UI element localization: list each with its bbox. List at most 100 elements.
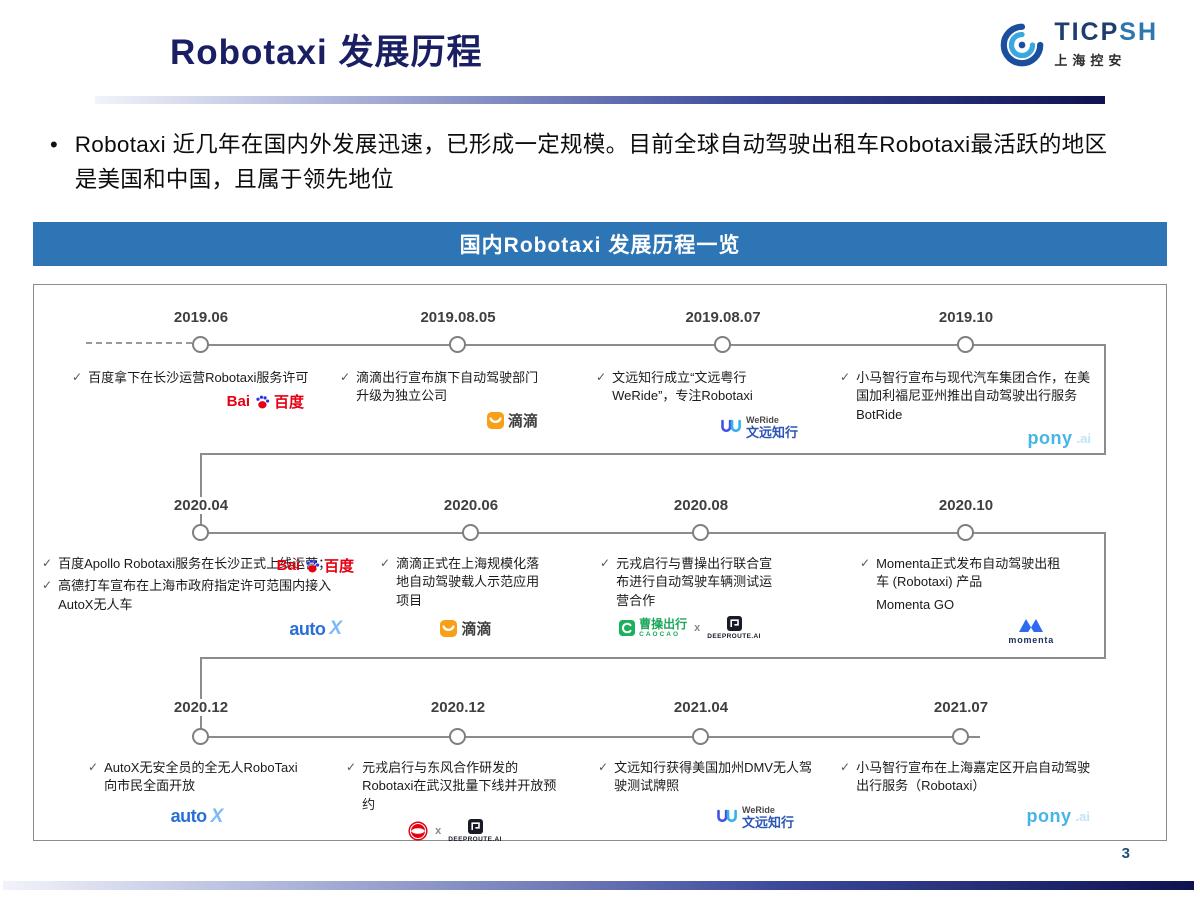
timeline-date: 2019.10 bbox=[931, 309, 1001, 326]
intro-paragraph: • Robotaxi 近几年在国内外发展迅速，已形成一定规模。目前全球自动驾驶出… bbox=[50, 128, 1118, 198]
connector-2-down bbox=[1104, 532, 1106, 658]
timeline-point: ✓ 小马智行宣布在上海嘉定区开启自动驾驶出行服务（Robotaxi） bbox=[840, 759, 1096, 796]
timeline-date: 2019.08.07 bbox=[678, 309, 768, 326]
check-icon: ✓ bbox=[340, 370, 351, 384]
timeline-date: 2021.04 bbox=[666, 699, 736, 716]
didi-logo: 滴滴 bbox=[486, 410, 538, 431]
check-icon: ✓ bbox=[596, 370, 607, 384]
connector-2-into-row3 bbox=[200, 657, 202, 737]
timeline-panel: 2019.06 2019.08.05 2019.08.07 2019.10 20… bbox=[33, 284, 1167, 843]
momenta-icon bbox=[1019, 619, 1044, 633]
connector-1-down bbox=[1104, 344, 1106, 454]
timeline-point: ✓ AutoX无安全员的全无人RoboTaxi向市民全面开放 bbox=[88, 759, 306, 796]
partnership-x: x bbox=[435, 825, 442, 838]
timeline-node bbox=[957, 336, 974, 353]
deeproute-icon bbox=[467, 819, 483, 835]
pony-ai-logo: pony.ai bbox=[1026, 805, 1090, 826]
check-icon: ✓ bbox=[600, 556, 611, 570]
timeline-node bbox=[192, 336, 209, 353]
pony-ai-logo: pony.ai bbox=[1027, 428, 1091, 449]
timeline-node bbox=[952, 728, 969, 745]
momenta-logo: momenta bbox=[1008, 618, 1054, 645]
timeline-date: 2020.08 bbox=[666, 497, 736, 514]
partnership-x: x bbox=[694, 622, 701, 635]
baidu-paw-icon bbox=[306, 559, 320, 573]
baidu-logo: Bai 百度 bbox=[276, 557, 354, 576]
milestone-2020-12-deeproute: ✓ 元戎启行与东风合作研发的Robotaxi在武汉批量下线并开放预约 x DEE… bbox=[346, 759, 564, 843]
weride-logo: WeRide 文远知行 bbox=[716, 805, 794, 829]
dongfeng-icon bbox=[408, 821, 428, 841]
milestone-2019-08-05: ✓ 滴滴出行宣布旗下自动驾驶部门升级为独立公司 滴滴 bbox=[340, 369, 542, 431]
baidu-logo: Bai 百度 bbox=[226, 393, 304, 412]
milestone-2020-06: ✓ 滴滴正式在上海规模化落地自动驾驶载人示范应用项目 滴滴 bbox=[380, 555, 552, 639]
check-icon: ✓ bbox=[380, 556, 391, 570]
didi-icon bbox=[486, 411, 504, 429]
timeline-node bbox=[449, 336, 466, 353]
intro-text: Robotaxi 近几年在国内外发展迅速，已形成一定规模。目前全球自动驾驶出租车… bbox=[74, 132, 1108, 192]
weride-icon bbox=[717, 810, 737, 823]
weride-icon bbox=[721, 420, 741, 433]
timeline-line-row3 bbox=[200, 736, 980, 738]
timeline-point-continued: ✓ Momenta GO bbox=[876, 596, 955, 612]
check-icon: ✓ bbox=[42, 556, 53, 570]
dongfeng-logo bbox=[408, 821, 428, 841]
check-icon: ✓ bbox=[346, 760, 357, 774]
milestone-2019-06: ✓ 百度拿下在长沙运营Robotaxi服务许可 Bai 百度 bbox=[72, 369, 310, 412]
title-divider-bar bbox=[95, 96, 1105, 104]
milestone-2019-10: ✓ 小马智行宣布与现代汽车集团合作，在美国加利福尼亚州推出自动驾驶出行服务Bot… bbox=[840, 369, 1095, 449]
timeline-date: 2019.08.05 bbox=[413, 309, 503, 326]
milestone-2021-04: ✓ 文远知行获得美国加州DMV无人驾驶测试牌照 WeRide 文远知行 bbox=[598, 759, 816, 829]
milestone-2020-10: ✓ Momenta正式发布自动驾驶出租车 (Robotaxi) 产品 ✓ Mom… bbox=[860, 555, 1068, 645]
brand-subtitle: 上海控安 bbox=[1054, 53, 1127, 68]
timeline-date: 2019.06 bbox=[166, 309, 236, 326]
timeline-date: 2020.04 bbox=[166, 497, 236, 514]
timeline-line-row1 bbox=[200, 344, 1106, 346]
footer-divider-bar bbox=[3, 881, 1194, 890]
milestone-2021-07: ✓ 小马智行宣布在上海嘉定区开启自动驾驶出行服务（Robotaxi） pony.… bbox=[840, 759, 1096, 827]
check-icon: ✓ bbox=[840, 760, 851, 774]
timeline-date: 2020.06 bbox=[436, 497, 506, 514]
timeline-node bbox=[957, 524, 974, 541]
timeline-point: ✓ 文远知行获得美国加州DMV无人驾驶测试牌照 bbox=[598, 759, 816, 796]
connector-2-back bbox=[200, 657, 1106, 659]
timeline-node bbox=[462, 524, 479, 541]
timeline-line-row2 bbox=[200, 532, 1106, 534]
timeline-node bbox=[192, 728, 209, 745]
didi-logo: 滴滴 bbox=[440, 618, 492, 639]
deeproute-icon bbox=[726, 616, 742, 632]
timeline-date: 2020.12 bbox=[166, 699, 236, 716]
bullet-point: • bbox=[50, 132, 58, 157]
connector-1-into-row2 bbox=[200, 453, 202, 533]
timeline-date: 2020.12 bbox=[423, 699, 493, 716]
weride-logo: WeRide 文远知行 bbox=[720, 415, 798, 439]
timeline-node bbox=[692, 524, 709, 541]
swirl-logo-icon bbox=[1001, 23, 1044, 66]
company-logo: TICPSH 上海控安 bbox=[999, 20, 1158, 69]
page-title: Robotaxi 发展历程 bbox=[170, 33, 483, 72]
timeline-point: ✓ 滴滴正式在上海规模化落地自动驾驶载人示范应用项目 bbox=[380, 555, 552, 610]
section-banner: 国内Robotaxi 发展历程一览 bbox=[33, 222, 1167, 266]
timeline-date: 2020.10 bbox=[931, 497, 1001, 514]
timeline-node bbox=[449, 728, 466, 745]
didi-icon bbox=[440, 620, 458, 638]
timeline-start-dash bbox=[86, 342, 192, 344]
milestone-2019-08-07: ✓ 文远知行成立“文远粤行WeRide”，专注Robotaxi WeRide 文… bbox=[596, 369, 804, 439]
timeline-point: ✓ Momenta正式发布自动驾驶出租车 (Robotaxi) 产品 bbox=[860, 555, 1068, 592]
check-icon: ✓ bbox=[598, 760, 609, 774]
check-icon: ✓ bbox=[860, 556, 871, 570]
milestone-2020-04: ✓ 百度Apollo Robotaxi服务在长沙正式上线运营； Bai 百度 ✓… bbox=[42, 555, 356, 640]
brand-wordmark: TICPSH bbox=[1054, 18, 1158, 46]
page-number: 3 bbox=[1121, 845, 1130, 862]
timeline-point: ✓ 文远知行成立“文远粤行WeRide”，专注Robotaxi bbox=[596, 369, 804, 406]
check-icon: ✓ bbox=[88, 760, 99, 774]
connector-1-back bbox=[200, 453, 1106, 455]
timeline-node bbox=[692, 728, 709, 745]
timeline-point: ✓ 元戎启行与曹操出行联合宣布进行自动驾驶车辆测试运营合作 bbox=[600, 555, 780, 610]
deeproute-logo: DEEPROUTE.AI bbox=[707, 616, 761, 640]
